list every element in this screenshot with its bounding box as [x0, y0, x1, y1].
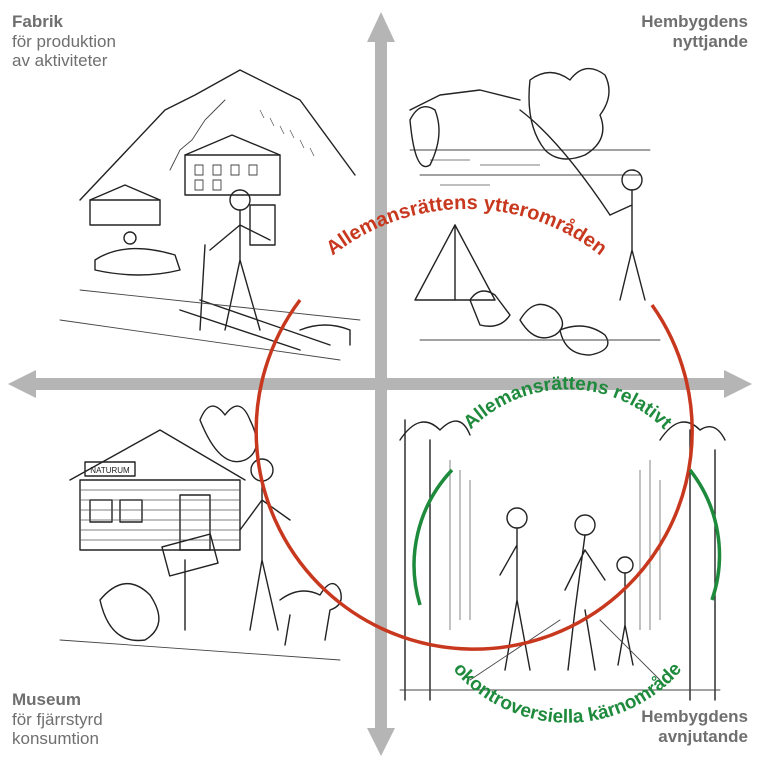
arrow-up-icon [367, 12, 395, 42]
outer-circle-arc [254, 298, 694, 651]
label-nyttjande-line1: nyttjande [672, 31, 748, 51]
label-fabrik-title: Fabrik [12, 12, 64, 31]
label-museum: Museum för fjärrstyrd konsumtion [12, 690, 103, 749]
fishing-camp-scene [409, 67, 661, 356]
label-avnjutande-title: Hembygdens [641, 707, 748, 726]
inner-circle-arc-left [412, 468, 454, 606]
label-fabrik-line2: av aktiviteter [12, 51, 108, 71]
label-hembygdens-nyttjande: Hembygdens nyttjande [641, 12, 748, 51]
label-museum-line1: för fjärrstyrd [12, 709, 103, 729]
horizontal-axis [24, 378, 734, 390]
arrow-right-icon [724, 370, 752, 398]
label-fabrik: Fabrik för produktion av aktiviteter [12, 12, 116, 71]
axes [8, 12, 752, 756]
inner-circle-arc-right [688, 468, 722, 601]
factory-ski-scene [59, 69, 361, 361]
outer-circle-label: Allemansrättens ytterområden [322, 192, 611, 260]
label-nyttjande-title: Hembygdens [641, 12, 748, 31]
nature-museum-scene: NATURUM [59, 405, 342, 661]
label-avnjutande-line1: avnjutande [658, 726, 748, 746]
label-museum-title: Museum [12, 690, 81, 709]
label-fabrik-line1: för produktion [12, 31, 116, 51]
forest-walk-scene [399, 419, 726, 701]
label-hembygdens-avnjutande: Hembygdens avnjutande [641, 707, 748, 746]
svg-text:NATURUM: NATURUM [90, 466, 130, 475]
label-museum-line2: konsumtion [12, 729, 99, 749]
arrow-left-icon [8, 370, 36, 398]
arrow-down-icon [367, 728, 395, 756]
